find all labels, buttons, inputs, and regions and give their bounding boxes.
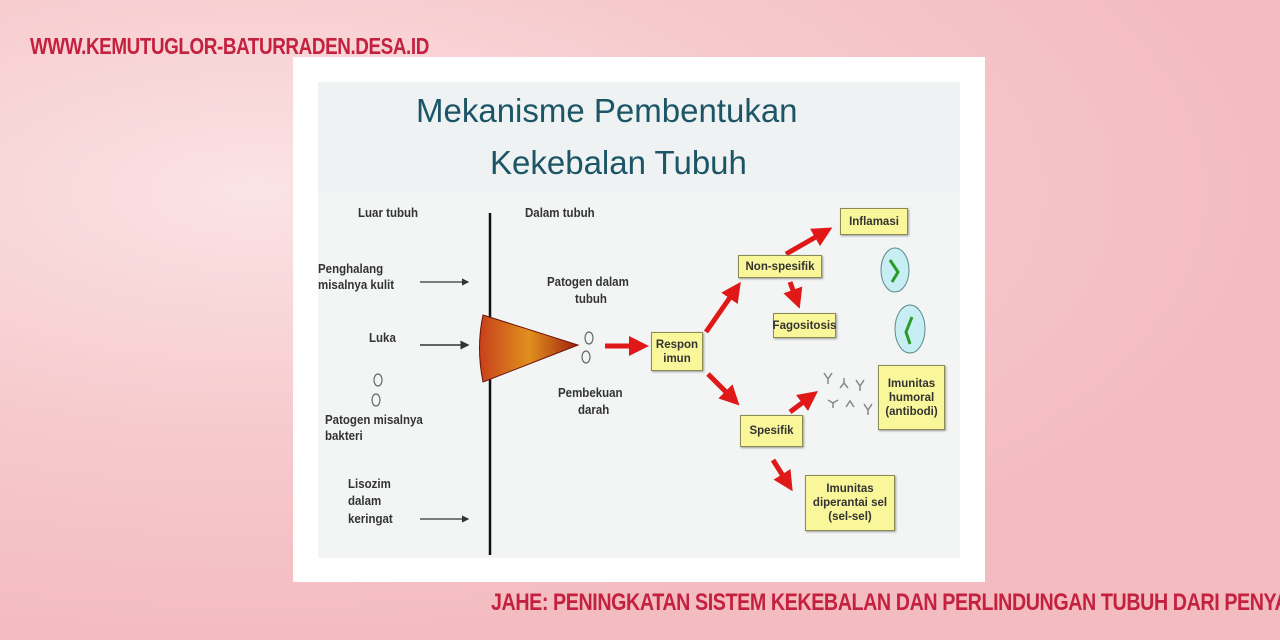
label-lysozyme-1: Lisozim	[348, 477, 391, 491]
caption-watermark: JAHE: PENINGKATAN SISTEM KEKEBALAN DAN P…	[491, 589, 1280, 616]
label-lysozyme-3: keringat	[348, 512, 393, 526]
title-line-2: Kekebalan Tubuh	[490, 144, 747, 181]
box-phagocytosis: Fagositosis	[773, 313, 836, 338]
label-inside-pathogen-1: Patogen dalam	[547, 275, 629, 289]
label-clot-2: darah	[578, 403, 610, 417]
cell-icons	[880, 247, 926, 354]
label-clot-1: Pembekuan	[558, 386, 623, 400]
box-specific: Spesifik	[740, 415, 803, 447]
label-barrier-1: Penghalang	[318, 262, 384, 276]
red-arrows	[605, 227, 833, 492]
immune-diagram: Mekanisme Pembentukan Kekebalan Tubuh Lu…	[318, 82, 960, 558]
label-wound: Luka	[369, 331, 396, 345]
label-pathogen-2: bakteri	[325, 429, 363, 443]
wound-triangle	[479, 314, 580, 383]
box-nonspecific: Non-spesifik	[738, 255, 822, 278]
diagram-graphics	[371, 213, 926, 555]
title-band	[318, 82, 960, 192]
label-pathogen-1: Patogen misalnya	[325, 413, 423, 427]
label-inside-pathogen-2: tubuh	[575, 292, 607, 306]
site-watermark: WWW.KEMUTUGLOR-BATURRADEN.DESA.ID	[30, 33, 429, 59]
box-immune-response: Respon imun	[651, 332, 703, 371]
box-inflammation: Inflamasi	[840, 208, 908, 235]
label-outside-body: Luar tubuh	[358, 206, 419, 220]
title-line-1: Mekanisme Pembentukan	[416, 92, 798, 129]
antibody-icons	[823, 372, 873, 415]
box-cellular-immunity: Imunitas diperantai sel (sel-sel)	[805, 475, 895, 531]
label-barrier-2: misalnya kulit	[318, 278, 395, 292]
box-humoral-immunity: Imunitas humoral (antibodi)	[878, 365, 945, 430]
label-inside-body: Dalam tubuh	[525, 206, 595, 220]
label-lysozyme-2: dalam	[348, 494, 382, 508]
bacteria-icons	[371, 331, 594, 407]
